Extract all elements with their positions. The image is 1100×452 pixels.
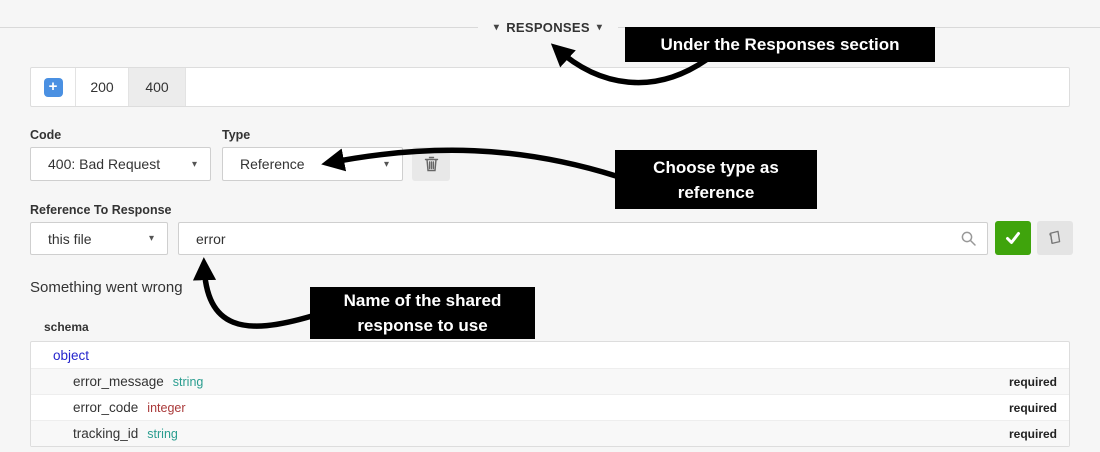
chevron-down-icon: ▾ [596, 21, 603, 33]
search-icon [961, 231, 976, 246]
schema-table: object error_message string required err… [30, 341, 1070, 447]
type-select-value: Reference [240, 156, 305, 172]
reference-search-input[interactable] [178, 222, 988, 255]
response-tabs: + 200 400 [30, 67, 1070, 107]
book-icon [1049, 230, 1061, 245]
property-name: error_code [73, 400, 139, 415]
table-row[interactable]: error_message string required [31, 368, 1069, 394]
reference-scope-select[interactable]: this file ▾ [30, 222, 168, 255]
chevron-down-icon: ▾ [148, 233, 154, 244]
response-description: Something went wrong [30, 279, 183, 296]
chevron-down-icon: ▾ [191, 158, 197, 170]
required-badge: required [1008, 400, 1057, 415]
arrow-to-reference [192, 257, 315, 329]
add-response-button[interactable]: + [31, 68, 76, 106]
type-label: Type [222, 128, 251, 142]
schema-root-type[interactable]: object [53, 347, 90, 363]
reference-search [178, 222, 988, 255]
schema-label: schema [44, 320, 89, 334]
trash-icon [424, 156, 438, 172]
required-badge: required [1008, 426, 1057, 441]
check-icon [1006, 232, 1020, 244]
property-type: string [172, 374, 204, 389]
required-badge: required [1008, 374, 1057, 389]
callout-reference: Name of the shared response to use [310, 287, 535, 339]
property-type: integer [147, 400, 186, 415]
responses-section-toggle[interactable]: ▾ RESPONSES ▾ [478, 17, 618, 37]
shared-library-button[interactable] [1037, 221, 1073, 255]
section-title: RESPONSES [506, 19, 590, 35]
delete-response-button[interactable] [412, 147, 450, 181]
type-select[interactable]: Reference ▾ [222, 147, 403, 181]
confirm-reference-button[interactable] [995, 221, 1031, 255]
reference-label: Reference To Response [30, 203, 172, 217]
code-label: Code [30, 128, 62, 142]
schema-root-row: object [31, 342, 1069, 368]
table-row[interactable]: error_code integer required [31, 394, 1069, 420]
chevron-down-icon: ▾ [493, 21, 500, 33]
tab-200[interactable]: 200 [76, 68, 129, 106]
tab-400[interactable]: 400 [129, 68, 186, 106]
callout-responses: Under the Responses section [625, 27, 935, 62]
callout-type: Choose type as reference [615, 150, 817, 209]
plus-icon: + [43, 77, 63, 97]
code-select[interactable]: 400: Bad Request ▾ [30, 147, 211, 181]
table-row[interactable]: tracking_id string required [31, 420, 1069, 446]
code-select-value: 400: Bad Request [48, 156, 161, 172]
chevron-down-icon: ▾ [383, 158, 389, 170]
property-name: error_message [73, 374, 164, 389]
reference-scope-value: this file [48, 230, 92, 247]
property-name: tracking_id [73, 426, 139, 441]
property-type: string [147, 426, 178, 441]
